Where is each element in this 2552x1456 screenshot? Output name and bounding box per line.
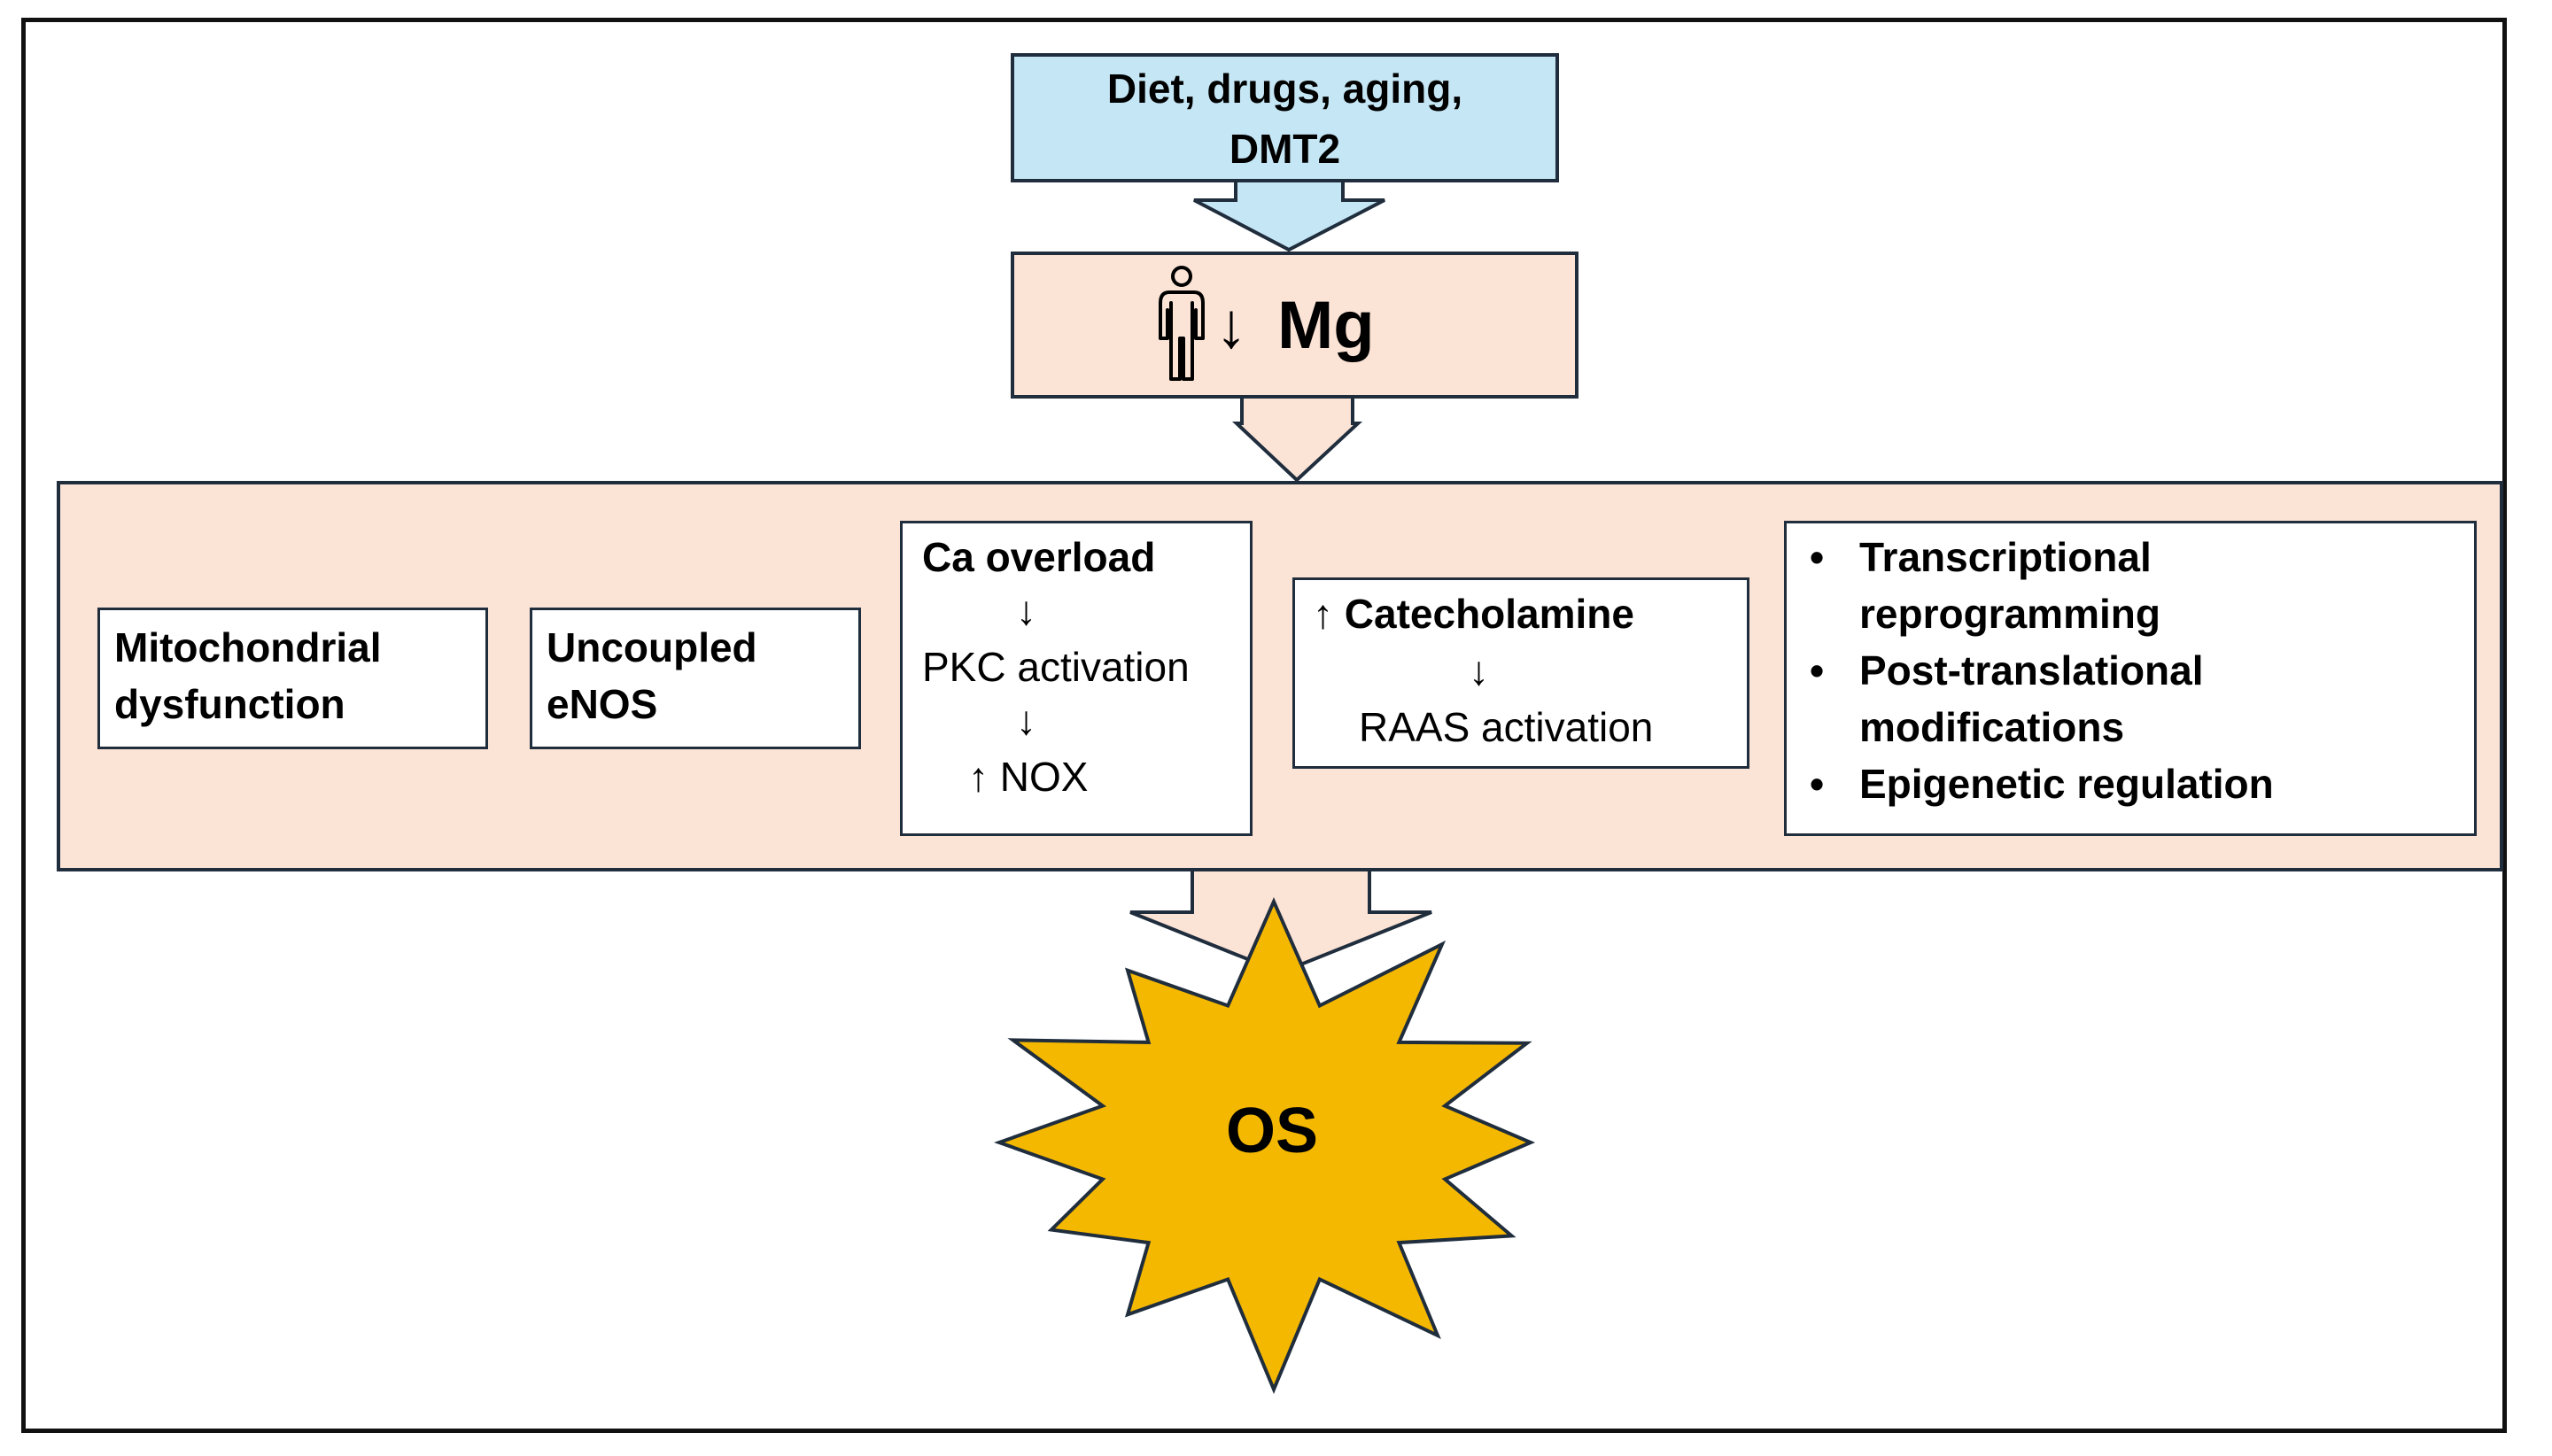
calcium-title: Ca overload: [922, 534, 1156, 580]
catecholamine-arrow: ↓: [1469, 647, 1489, 693]
regulation-item-2-line2: modifications: [1859, 704, 2125, 750]
regulation-item-2-line1: Post-translational: [1859, 647, 2204, 693]
mitochondrial-line2: dysfunction: [114, 681, 345, 727]
source-box-line1: Diet, drugs, aging,: [1106, 66, 1463, 112]
calcium-arrow1: ↓: [1016, 587, 1036, 633]
mg-down-arrow: ↓: [1215, 290, 1247, 361]
regulation-item-2: Post-translational modifications: [1797, 642, 2274, 755]
os-label: OS: [1225, 1096, 1319, 1166]
regulation-item-1-line2: reprogramming: [1859, 591, 2160, 637]
catecholamine-title: ↑ Catecholamine: [1313, 591, 1634, 637]
calcium-box: Ca overload ↓ PKC activation ↓ ↑ NOX: [900, 521, 1253, 836]
source-box: [1011, 53, 1559, 182]
regulation-box: Transcriptional reprogramming Post-trans…: [1784, 521, 2477, 836]
source-box-line2: DMT2: [1229, 126, 1341, 172]
calcium-step1: PKC activation: [922, 644, 1190, 690]
arrow-source-to-mg: [1193, 179, 1385, 252]
enos-line1: Uncoupled: [547, 624, 757, 670]
regulation-item-1: Transcriptional reprogramming: [1797, 529, 2274, 642]
calcium-arrow2: ↓: [1016, 697, 1036, 743]
mg-label: Mg: [1277, 288, 1375, 363]
regulation-item-3-text: Epigenetic regulation: [1859, 761, 2274, 807]
os-star: [994, 897, 1536, 1394]
catecholamine-step: RAAS activation: [1359, 704, 1654, 750]
mg-box: [1011, 252, 1579, 399]
mitochondrial-line1: Mitochondrial: [114, 624, 382, 670]
regulation-item-3: Epigenetic regulation: [1797, 755, 2274, 812]
catecholamine-box: ↑ Catecholamine ↓ RAAS activation: [1292, 577, 1749, 769]
person-icon: [1159, 266, 1205, 381]
regulation-item-1-line1: Transcriptional: [1859, 534, 2152, 580]
enos-box: Uncoupled eNOS: [530, 608, 861, 749]
calcium-step2: ↑ NOX: [968, 754, 1089, 800]
arrow-mg-to-mechanisms: [1231, 395, 1363, 483]
regulation-list: Transcriptional reprogramming Post-trans…: [1797, 529, 2274, 812]
enos-line2: eNOS: [547, 681, 658, 727]
mitochondrial-box: Mitochondrial dysfunction: [97, 608, 488, 749]
